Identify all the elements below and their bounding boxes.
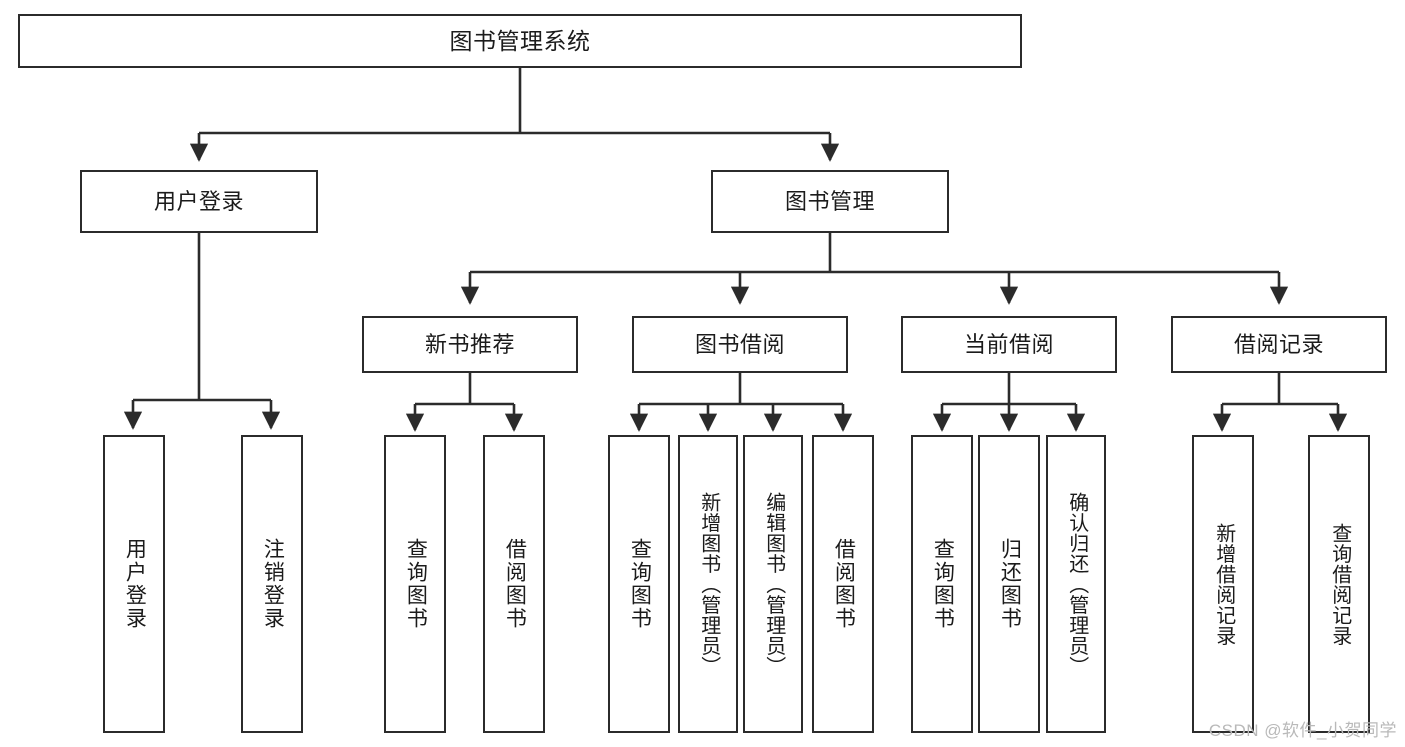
csdn-watermark: CSDN @软件_小贺同学: [1209, 716, 1397, 741]
node-label: 借阅记录: [1233, 331, 1324, 357]
node-current-borrow[interactable]: 当前借阅: [901, 316, 1117, 373]
node-label: 查询借阅记录: [1328, 522, 1351, 646]
node-label: 新增借阅记录: [1212, 522, 1235, 646]
node-label: 注销登录: [261, 538, 285, 630]
node-user-login[interactable]: 用户登录: [80, 170, 318, 233]
node-label: 查询图书: [628, 538, 652, 630]
node-root-system[interactable]: 图书管理系统: [18, 14, 1022, 68]
leaf-query-book-2[interactable]: 查询图书: [608, 435, 670, 733]
leaf-user-login[interactable]: 用户登录: [103, 435, 165, 733]
node-label: 新增图书（管理员）: [697, 491, 720, 677]
node-label: 查询图书: [931, 538, 955, 630]
node-label: 查询图书: [404, 538, 428, 630]
node-label: 图书借阅: [694, 331, 785, 357]
leaf-edit-book[interactable]: 编辑图书（管理员）: [743, 435, 803, 733]
leaf-borrow-book-1[interactable]: 借阅图书: [483, 435, 545, 733]
node-label: 新书推荐: [424, 331, 515, 357]
node-label: 归还图书: [998, 538, 1022, 630]
node-label: 编辑图书（管理员）: [762, 491, 785, 677]
node-label: 图书管理: [784, 188, 875, 214]
node-label: 借阅图书: [832, 538, 856, 630]
leaf-query-book-1[interactable]: 查询图书: [384, 435, 446, 733]
leaf-query-book-3[interactable]: 查询图书: [911, 435, 973, 733]
leaf-logout-login[interactable]: 注销登录: [241, 435, 303, 733]
node-borrow-record[interactable]: 借阅记录: [1171, 316, 1387, 373]
node-label: 用户登录: [123, 538, 147, 630]
node-book-borrow[interactable]: 图书借阅: [632, 316, 848, 373]
node-book-management[interactable]: 图书管理: [711, 170, 949, 233]
leaf-add-book[interactable]: 新增图书（管理员）: [678, 435, 738, 733]
leaf-borrow-book-2[interactable]: 借阅图书: [812, 435, 874, 733]
node-label: 图书管理系统: [449, 27, 591, 54]
leaf-confirm-return[interactable]: 确认归还（管理员）: [1046, 435, 1106, 733]
watermark-text: CSDN @软件_小贺同学: [1208, 721, 1397, 740]
leaf-return-book[interactable]: 归还图书: [978, 435, 1040, 733]
node-label: 当前借阅: [963, 331, 1054, 357]
leaf-add-borrow-record[interactable]: 新增借阅记录: [1192, 435, 1254, 733]
leaf-query-borrow-record[interactable]: 查询借阅记录: [1308, 435, 1370, 733]
node-label: 确认归还（管理员）: [1065, 491, 1088, 677]
node-new-book-recommend[interactable]: 新书推荐: [362, 316, 578, 373]
node-label: 借阅图书: [503, 538, 527, 630]
node-label: 用户登录: [153, 188, 244, 214]
